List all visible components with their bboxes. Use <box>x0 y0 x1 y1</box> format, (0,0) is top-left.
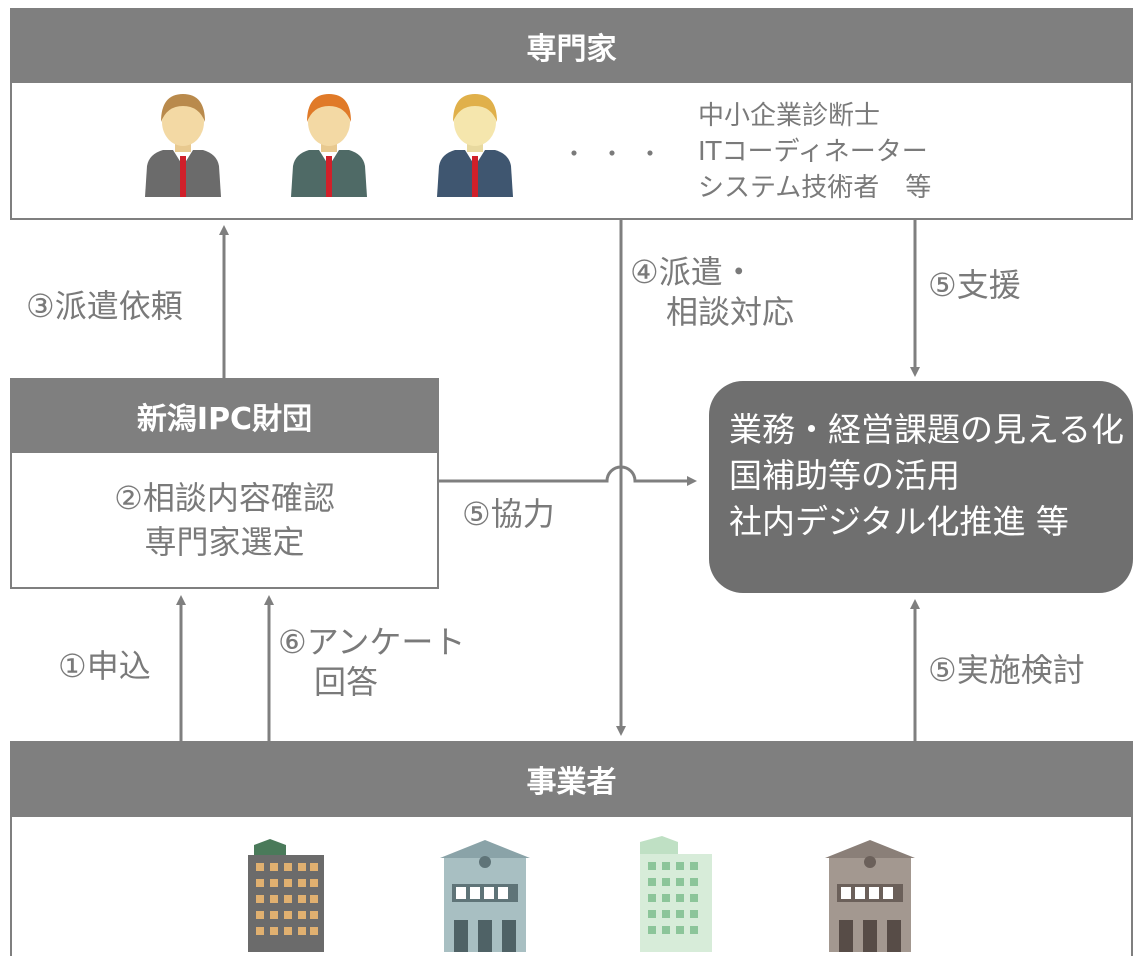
experts-roles: 中小企業診断士 ITコーディネーター システム技術者 等 <box>698 98 931 206</box>
ipc-body-line: 専門家選定 <box>144 523 305 561</box>
label-request-dispatch: ③派遣依頼 <box>26 287 183 325</box>
expert-role: ITコーディネーター <box>698 137 928 167</box>
arrow-cooperation <box>438 465 697 486</box>
expert-role: 中小企業診断士 <box>698 101 881 131</box>
label-dispatch-consult-line: ④派遣・ <box>630 253 755 291</box>
label-survey-line: ⑥アンケート <box>278 623 466 661</box>
expert-role: システム技術者 等 <box>698 173 932 203</box>
business-header-label: 事業者 <box>526 765 617 800</box>
result-box: 業務・経営課題の見える化 国補助等の活用 社内デジタル化推進 等 <box>709 381 1133 593</box>
ipc-header: 新潟IPC財団 <box>10 378 439 454</box>
label-survey-line: 回答 <box>314 663 379 701</box>
business-panel <box>10 816 1133 956</box>
label-apply: ①申込 <box>58 647 151 685</box>
label-support: ⑤支援 <box>928 266 1021 304</box>
expert-person-icon <box>291 94 367 197</box>
label-dispatch-consult: ④派遣・ 相談対応 <box>630 252 794 332</box>
experts-header-label: 専門家 <box>526 32 617 67</box>
building-icon <box>825 840 915 952</box>
building-icon <box>640 836 712 952</box>
label-dispatch-consult-line: 相談対応 <box>666 293 795 331</box>
result-line: 国補助等の活用 <box>729 456 960 495</box>
ipc-header-label: 新潟IPC財団 <box>136 402 313 437</box>
ipc-body-line: ②相談内容確認 <box>114 479 335 517</box>
expert-person-icon <box>437 94 513 197</box>
result-line: 業務・経営課題の見える化 <box>729 410 1125 449</box>
experts-header: 専門家 <box>10 8 1133 84</box>
label-consider: ⑤実施検討 <box>928 651 1085 689</box>
result-line: 社内デジタル化推進 等 <box>729 502 1069 541</box>
expert-person-icon <box>145 94 221 197</box>
ipc-panel: ②相談内容確認 専門家選定 <box>10 453 439 589</box>
building-icon <box>440 840 530 952</box>
experts-ellipsis: ・・・ <box>562 140 676 168</box>
building-icon <box>248 839 324 952</box>
label-survey: ⑥アンケート 回答 <box>278 622 465 702</box>
business-header: 事業者 <box>10 741 1133 817</box>
label-cooperation: ⑤協力 <box>462 495 555 533</box>
